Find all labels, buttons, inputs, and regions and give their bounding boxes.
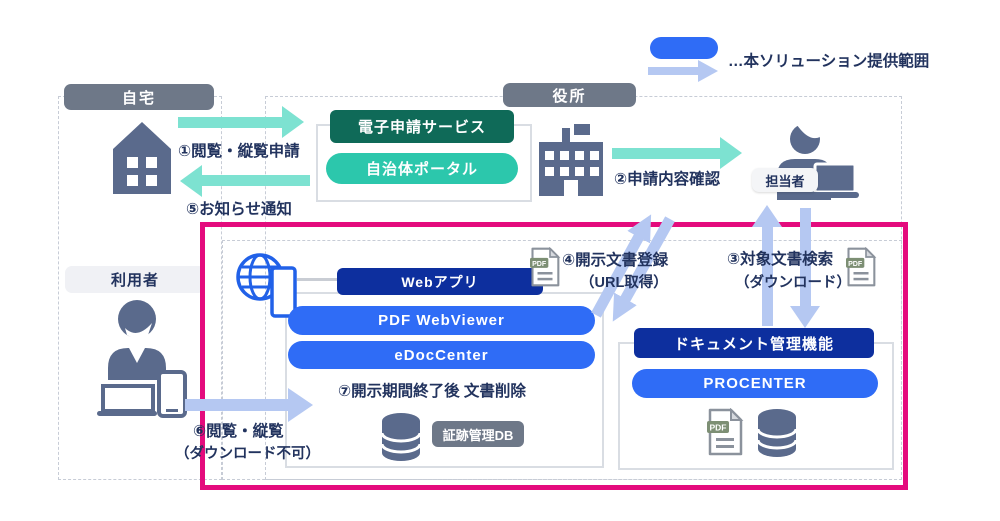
legend-label: …本ソリューション提供範囲 <box>728 53 930 70</box>
legend-arrow <box>648 67 698 75</box>
flow-6-label: ⑥閲覧・縦覧 <box>193 423 284 440</box>
region-label-home: 自宅 <box>64 84 214 110</box>
flow-3-down-arrow <box>800 208 811 308</box>
region-label-staff: 担当者 <box>752 168 818 192</box>
docmgmt-title: ドキュメント管理機能 <box>634 328 874 358</box>
region-label-user: 利用者 <box>65 266 205 293</box>
globe-connector-line <box>297 278 339 281</box>
government-building-icon <box>539 124 603 196</box>
webapp-title: Webアプリ <box>337 268 543 295</box>
region-label-office: 役所 <box>503 83 636 107</box>
flow-3-sublabel: （ダウンロード） <box>735 275 851 291</box>
pdf-file-icon-flow3: PDF <box>846 247 877 287</box>
legend-arrow-head <box>698 60 718 82</box>
flow-3-up-arrow-head <box>752 205 782 227</box>
globe-smartphone-icon <box>236 253 297 318</box>
edoccenter-pill: eDocCenter <box>288 341 595 369</box>
eapp-title: 電子申請サービス <box>330 110 514 143</box>
system-inner-zone <box>222 240 902 480</box>
flow-6-sublabel: （ダウンロード不可） <box>175 446 320 462</box>
flow-2-label: ②申請内容確認 <box>614 171 721 188</box>
svg-text:PDF: PDF <box>848 260 863 268</box>
procenter-pill: PROCENTER <box>632 369 878 398</box>
pdf-file-icon-flow4: PDF <box>530 247 561 287</box>
flow-3-label: ③対象文書検索 <box>727 251 834 268</box>
audit-database-icon <box>380 413 422 461</box>
flow-2-arrow-head <box>720 137 742 169</box>
eapp-portal-pill: 自治体ポータル <box>326 153 518 184</box>
audit-db-tag: 証跡管理DB <box>432 421 524 447</box>
pdf-file-icon-docmgmt: PDF <box>707 408 744 456</box>
flow-4-sublabel: （URL取得） <box>580 275 668 291</box>
flow-4-arrows <box>591 214 675 322</box>
flow-3-down-arrow-head <box>790 306 820 328</box>
pdf-webviewer-pill: PDF WebViewer <box>288 306 595 335</box>
svg-text:PDF: PDF <box>710 423 727 433</box>
svg-text:PDF: PDF <box>532 260 547 268</box>
flow-6-arrow <box>185 399 288 411</box>
flow-3-up-arrow <box>762 226 773 326</box>
flow-1-arrow <box>178 117 282 128</box>
house-icon <box>113 122 171 194</box>
flow-5-label: ⑤お知らせ通知 <box>186 201 292 218</box>
docmgmt-database-icon <box>756 409 798 457</box>
flow-6-arrow-head <box>288 388 313 422</box>
flow-5-arrow <box>202 175 310 186</box>
user-with-devices-icon <box>97 300 187 418</box>
flow-1-arrow-head <box>282 106 304 138</box>
flow-7-delete-label: ⑦開示期間終了後 文書削除 <box>338 383 526 400</box>
flow-5-arrow-head <box>180 165 202 197</box>
legend-scope-pill <box>650 37 718 59</box>
flow-1-label: ①閲覧・縦覧申請 <box>178 143 300 160</box>
flow-4-label: ④開示文書登録 <box>562 252 669 269</box>
flow-2-arrow <box>612 148 720 159</box>
